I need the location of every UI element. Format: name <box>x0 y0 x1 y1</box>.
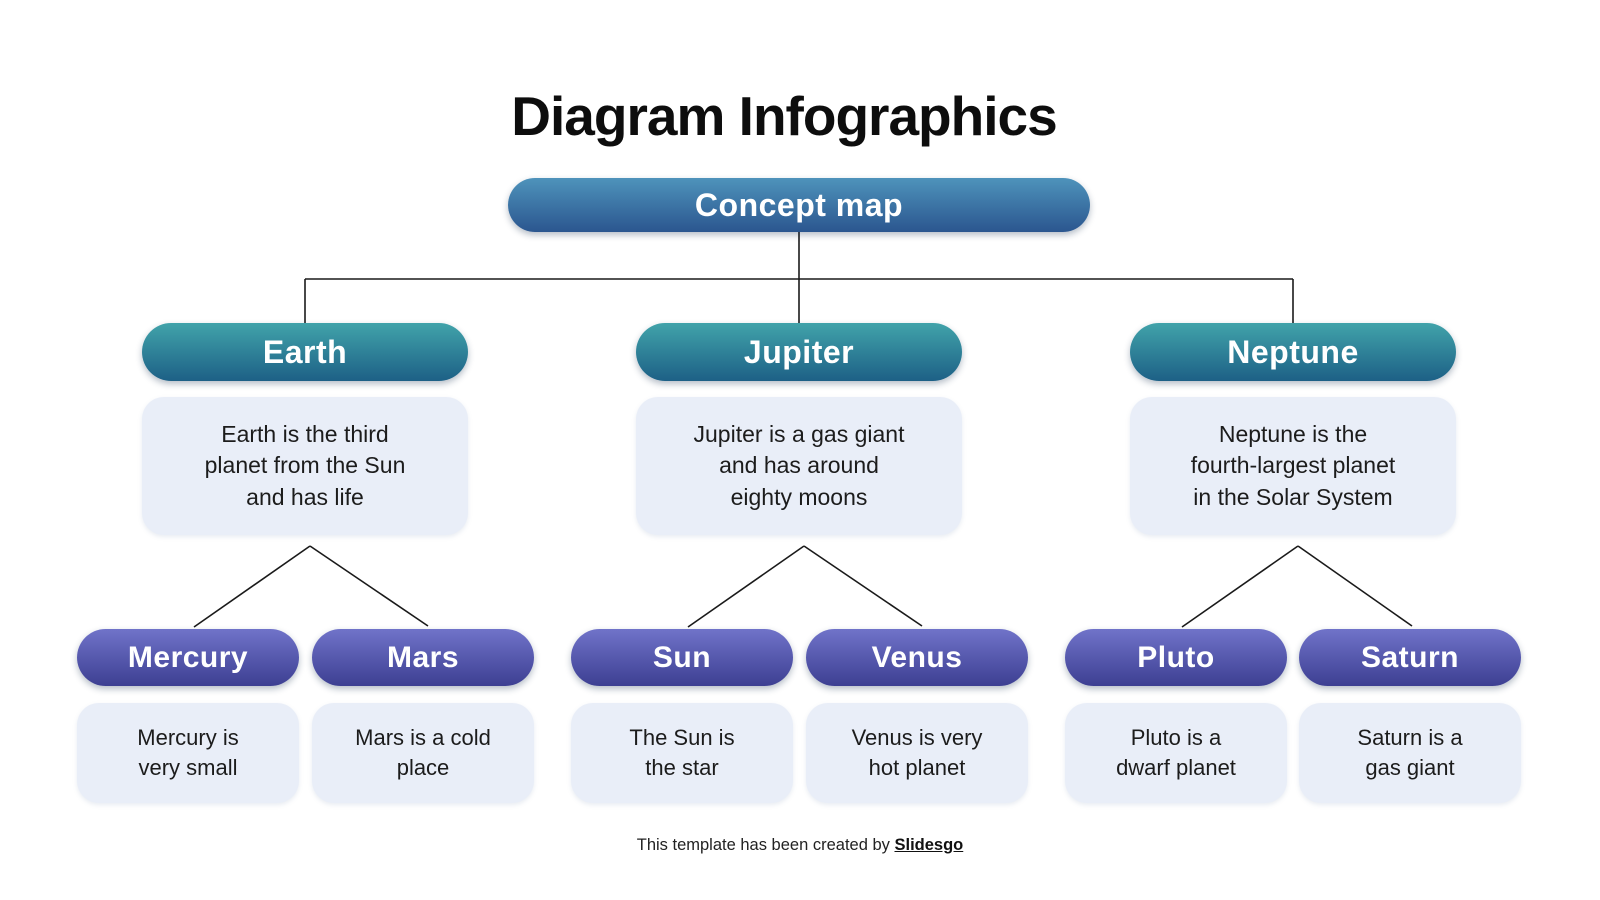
node-mars-description: Mars is a cold place <box>312 703 534 803</box>
node-venus-description: Venus is very hot planet <box>806 703 1028 803</box>
node-sun-label: Sun <box>652 640 712 674</box>
node-neptune: Neptune <box>1130 323 1456 381</box>
node-earth: Earth <box>142 323 468 381</box>
connector-earth-mars <box>309 545 429 627</box>
node-earth-label: Earth <box>262 333 348 370</box>
node-saturn-label: Saturn <box>1360 640 1459 674</box>
node-jupiter-description: Jupiter is a gas giant and has around ei… <box>636 397 962 535</box>
page-title: Diagram Infographics <box>511 85 1057 147</box>
node-mars-label: Mars <box>386 640 460 674</box>
footer-credit-text: This template has been created by <box>636 836 895 854</box>
node-mercury-label: Mercury <box>127 640 249 674</box>
node-concept-map: Concept map <box>508 178 1090 232</box>
node-concept-map-label: Concept map <box>694 186 904 223</box>
node-saturn-description: Saturn is a gas giant <box>1299 703 1521 803</box>
connector-neptune-pluto <box>1181 545 1299 628</box>
node-venus: Venus <box>806 629 1028 686</box>
node-mercury-description: Mercury is very small <box>77 703 299 803</box>
connector-earth-mercury <box>193 545 311 628</box>
node-saturn: Saturn <box>1299 629 1521 686</box>
node-sun: Sun <box>571 629 793 686</box>
connector-neptune-saturn <box>1297 545 1413 627</box>
node-pluto-label: Pluto <box>1137 640 1215 674</box>
node-sun-description: The Sun is the star <box>571 703 793 803</box>
node-mars: Mars <box>312 629 534 686</box>
connector-jupiter-venus <box>803 545 923 627</box>
node-mercury: Mercury <box>77 629 299 686</box>
node-earth-description: Earth is the third planet from the Sun a… <box>142 397 468 535</box>
node-pluto: Pluto <box>1065 629 1287 686</box>
footer-credit: This template has been created by Slides… <box>0 836 1600 855</box>
connector-jupiter-sun <box>687 545 805 628</box>
node-neptune-label: Neptune <box>1227 333 1359 370</box>
node-pluto-description: Pluto is a dwarf planet <box>1065 703 1287 803</box>
node-jupiter-label: Jupiter <box>743 333 855 370</box>
node-neptune-description: Neptune is the fourth-largest planet in … <box>1130 397 1456 535</box>
footer-slidesgo-link[interactable]: Slidesgo <box>894 836 964 854</box>
node-jupiter: Jupiter <box>636 323 962 381</box>
node-venus-label: Venus <box>871 640 963 674</box>
